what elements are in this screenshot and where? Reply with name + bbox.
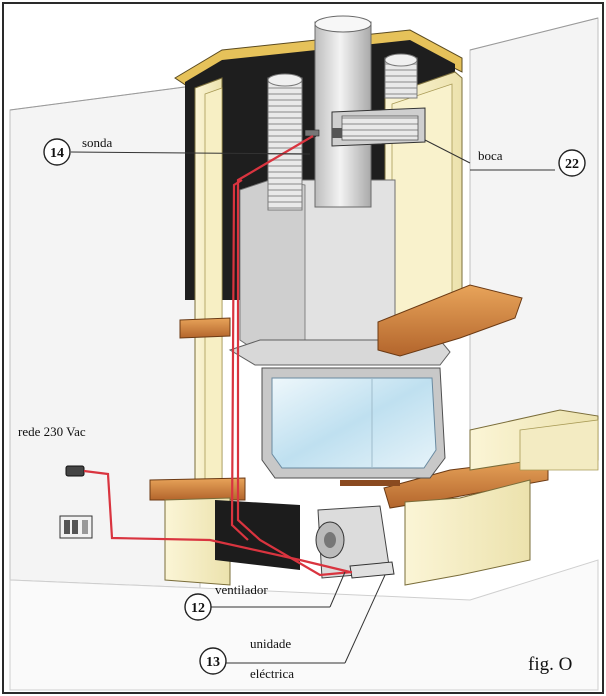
firebox-glass [261, 367, 446, 486]
fan-unit [315, 505, 391, 579]
outlet-grille [331, 107, 426, 147]
flexible-duct-left [267, 73, 303, 211]
cables [83, 135, 353, 577]
wall-socket [59, 515, 93, 539]
flexible-duct-right [384, 53, 418, 99]
svg-text:14: 14 [50, 146, 64, 161]
label-boca: boca [478, 148, 503, 163]
figure-caption: fig. O [528, 654, 572, 675]
base-panels [164, 409, 599, 586]
plug [65, 465, 85, 477]
svg-text:22: 22 [565, 157, 579, 172]
svg-text:12: 12 [191, 601, 205, 616]
stove-body [228, 179, 451, 366]
wood-shelves [149, 284, 549, 509]
label-rede: rede 230 Vac [18, 424, 86, 439]
label-sonda: sonda [82, 135, 113, 150]
room [9, 17, 599, 691]
callout-14: 14 [43, 138, 71, 166]
callout-22: 22 [558, 149, 586, 177]
callout-13: 13 [199, 647, 227, 675]
label-electrica: eléctrica [250, 666, 294, 681]
label-ventilador: ventilador [215, 582, 268, 597]
svg-text:13: 13 [206, 655, 220, 670]
label-unidade: unidade [250, 636, 291, 651]
callout-12: 12 [184, 593, 212, 621]
leader-lines [70, 139, 555, 664]
electrical-unit [349, 561, 395, 579]
